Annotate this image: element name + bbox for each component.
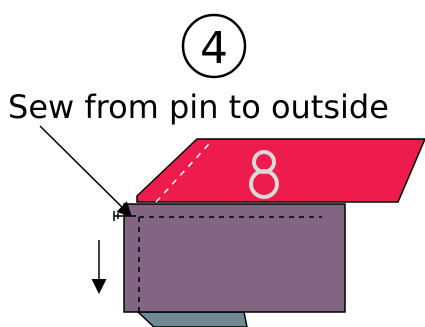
pink-fabric-stitch-line: [155, 143, 210, 203]
instruction-caption: Sew from pin to outside: [8, 88, 389, 126]
caption-pointer-arrow-icon: [39, 125, 133, 218]
step-number: 4: [200, 23, 228, 74]
pink-fabric-panel: [136, 138, 425, 203]
blue-gray-fabric-edge: [136, 311, 248, 327]
purple-fabric-panel: [123, 203, 346, 313]
step-badge-circle-icon: [181, 13, 247, 79]
fabric-number-eight-icon: [249, 150, 279, 199]
